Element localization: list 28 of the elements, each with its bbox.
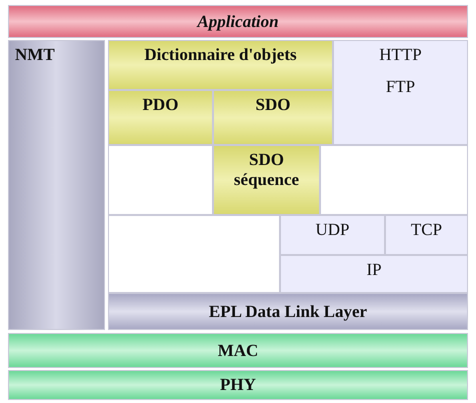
physical-layer [8, 370, 468, 400]
protocol-cell [280, 215, 385, 255]
layer-label: Dictionnaire d'objets [144, 45, 297, 65]
layer-label: Application [197, 12, 279, 32]
layer-label: HTTP [379, 45, 422, 65]
protocol-cell [213, 90, 333, 145]
protocol-cell [385, 215, 468, 255]
protocol-cell [108, 90, 213, 145]
layer-label: UDP [315, 220, 350, 240]
layer-label: PDO [142, 95, 178, 115]
application-layer [8, 5, 468, 38]
layer-label: MAC [218, 340, 258, 360]
layer-label: FTP [386, 77, 416, 97]
protocol-cell [280, 255, 468, 293]
protocol-cell [333, 40, 468, 145]
management-column [8, 40, 105, 330]
layer-label: NMT [15, 45, 55, 65]
layer-label: SDO séquence [232, 150, 300, 190]
layer-label: PHY [220, 375, 256, 395]
layer-label: SDO [256, 95, 290, 115]
layer-label: IP [366, 260, 382, 280]
physical-layer [8, 333, 468, 368]
layer-label: TCP [410, 220, 442, 240]
protocol-cell [213, 145, 320, 215]
data-link-layer [108, 293, 468, 330]
empty-cell [108, 215, 280, 293]
layer-label: EPL Data Link Layer [208, 302, 368, 322]
protocol-cell [108, 40, 333, 90]
